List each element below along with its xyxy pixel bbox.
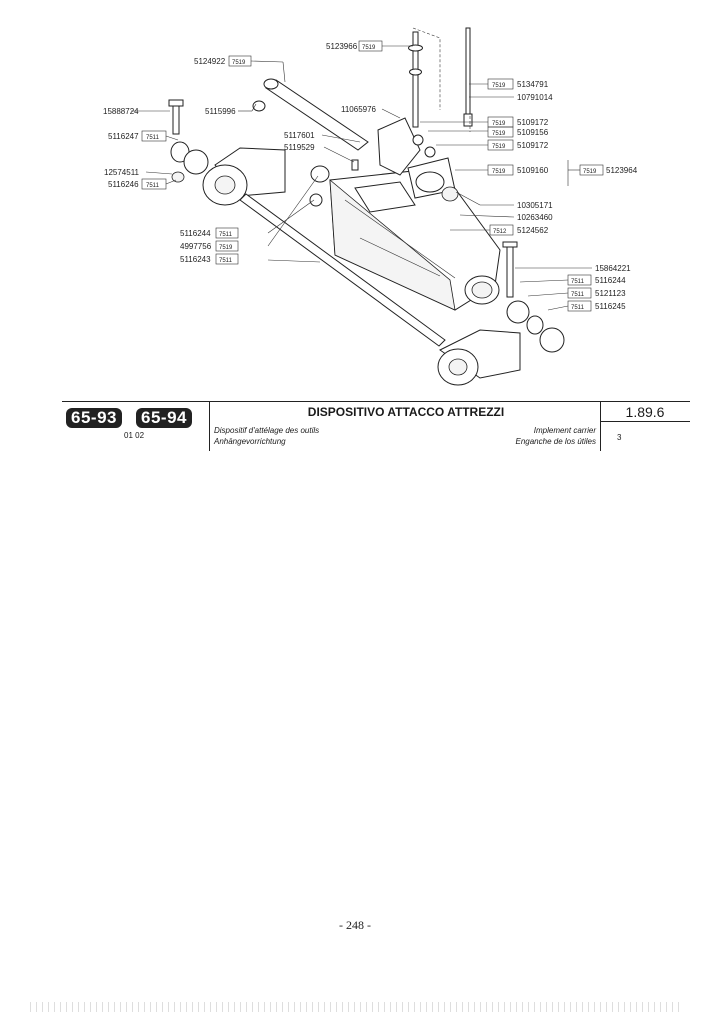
code-box bbox=[358, 40, 383, 52]
part-code: 7519 bbox=[362, 45, 376, 51]
part-code: 7519 bbox=[492, 83, 506, 89]
code-box bbox=[567, 300, 592, 312]
part-number: 12574511 bbox=[104, 168, 140, 177]
code-box bbox=[215, 253, 239, 265]
code-box bbox=[487, 139, 514, 151]
title-spanish: Enganche de los útiles bbox=[515, 437, 597, 446]
part-number: 5116244 bbox=[595, 276, 626, 285]
code-box bbox=[487, 78, 514, 90]
code-box bbox=[489, 224, 514, 236]
part-number: 5124922 bbox=[194, 57, 226, 66]
part-number: 5115996 bbox=[205, 107, 236, 116]
exploded-parts-diagram: 5123966 7519 5124922 7519 7519 5134791 1… bbox=[103, 27, 638, 386]
part-number: 5116244 bbox=[180, 229, 211, 238]
parts-drawing bbox=[168, 27, 565, 386]
model-badge: 65-93 bbox=[66, 408, 122, 428]
part-code: 7511 bbox=[219, 232, 233, 238]
title-block: 65-93 65-94 01 02 DISPOSITIVO ATTACCO AT… bbox=[62, 401, 690, 451]
part-code: 7519 bbox=[219, 245, 233, 251]
code-box bbox=[487, 164, 514, 176]
part-code: 7511 bbox=[571, 279, 585, 285]
title-german: Anhängevorrichtung bbox=[214, 437, 286, 446]
page-number: - 248 - bbox=[339, 918, 371, 932]
code-box bbox=[579, 164, 604, 176]
part-code: 7511 bbox=[219, 258, 233, 264]
part-code: 7519 bbox=[492, 131, 506, 137]
part-code: 7511 bbox=[146, 183, 160, 189]
title-block-divider bbox=[209, 401, 210, 451]
part-number: 5116243 bbox=[180, 255, 211, 264]
code-box bbox=[215, 227, 239, 239]
part-number: 10305171 bbox=[517, 201, 553, 210]
part-code: 7519 bbox=[492, 121, 506, 127]
part-number: 10263460 bbox=[517, 213, 553, 222]
code-box bbox=[228, 55, 252, 67]
part-code: 7511 bbox=[571, 305, 585, 311]
part-code: 7519 bbox=[583, 169, 597, 175]
part-code: 7512 bbox=[493, 229, 507, 235]
part-code: 7511 bbox=[571, 292, 585, 298]
part-number: 5121123 bbox=[595, 289, 626, 298]
code-box bbox=[215, 240, 239, 252]
sheet-number: 3 bbox=[617, 433, 622, 442]
part-number: 5134791 bbox=[517, 80, 549, 89]
part-number: 5109172 bbox=[517, 118, 549, 127]
part-code: 7519 bbox=[232, 60, 246, 66]
edition-date: 01 02 bbox=[124, 431, 145, 440]
part-number: 5123966 bbox=[326, 42, 358, 51]
part-number: 4997756 bbox=[180, 242, 212, 251]
scan-artifact bbox=[30, 1002, 680, 1012]
part-number: 5109172 bbox=[517, 141, 549, 150]
code-box bbox=[567, 287, 592, 299]
code-box bbox=[567, 274, 592, 286]
part-code: 7511 bbox=[146, 135, 160, 141]
part-number: 5116245 bbox=[595, 302, 626, 311]
code-box bbox=[141, 178, 167, 190]
model-badge: 65-94 bbox=[136, 408, 192, 428]
part-number: 5117601 bbox=[284, 131, 315, 140]
part-code: 7519 bbox=[492, 144, 506, 150]
section-rule bbox=[600, 421, 690, 422]
part-number: 11065976 bbox=[341, 105, 377, 114]
section-number: 1.89.6 bbox=[625, 404, 665, 420]
part-number: 10791014 bbox=[517, 93, 553, 102]
code-box bbox=[141, 130, 167, 142]
title-english: Implement carrier bbox=[533, 426, 596, 435]
part-number: 5109160 bbox=[517, 166, 549, 175]
part-number: 5123964 bbox=[606, 166, 638, 175]
code-box bbox=[487, 126, 514, 138]
part-number: 15888724 bbox=[103, 107, 139, 116]
part-code: 7519 bbox=[492, 169, 506, 175]
part-number: 5116246 bbox=[108, 180, 139, 189]
part-number: 5109156 bbox=[517, 128, 549, 137]
part-number: 5116247 bbox=[108, 132, 139, 141]
part-number: 15864221 bbox=[595, 264, 631, 273]
callouts: 5123966 7519 5124922 7519 7519 5134791 1… bbox=[103, 40, 638, 312]
title-italian: DISPOSITIVO ATTACCO ATTREZZI bbox=[307, 405, 505, 419]
part-number: 5119529 bbox=[284, 143, 315, 152]
leader-lines bbox=[131, 27, 592, 311]
title-block-top-rule bbox=[62, 401, 690, 402]
title-french: Dispositif d'attélage des outils bbox=[214, 426, 320, 435]
part-number: 5124562 bbox=[517, 226, 549, 235]
title-block-divider bbox=[600, 401, 601, 451]
